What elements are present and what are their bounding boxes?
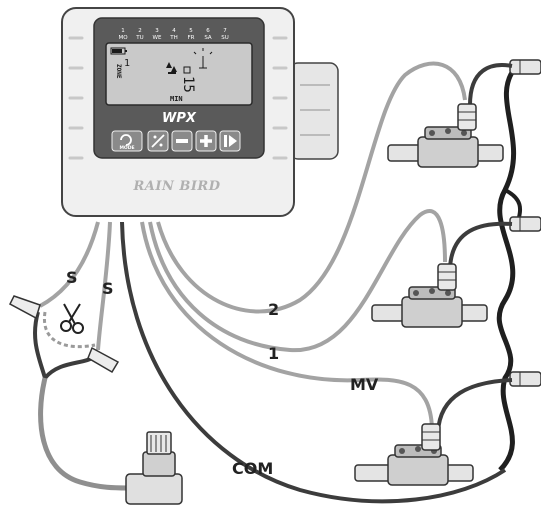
day-abbr-5: FR <box>188 35 195 41</box>
supply-pipe <box>496 66 523 472</box>
wire-sensor-right <box>96 221 112 351</box>
label-master-valve: MV <box>350 375 379 394</box>
day-labels: 1 MO 2 TU 3 WE 4 TH 5 FR 6 SA 7 SU <box>118 28 228 41</box>
next-icon <box>224 135 237 147</box>
wire-zone-2 <box>156 61 467 314</box>
pipe-end-top <box>509 59 541 75</box>
lcd-zone-label: ZONE <box>115 64 122 79</box>
mode-icon <box>120 134 132 146</box>
label-sensor-a: S <box>66 268 78 287</box>
minus-icon <box>176 139 188 143</box>
controller: 1 MO 2 TU 3 WE 4 TH 5 FR 6 SA 7 SU ZONE … <box>61 7 339 217</box>
valve-master <box>354 423 474 486</box>
mode-button[interactable]: MODE <box>111 130 143 152</box>
manual-water-icon <box>151 134 165 148</box>
day-abbr-7: SU <box>221 35 229 41</box>
label-common: COM <box>232 459 273 478</box>
day-abbr-6: SA <box>204 35 212 41</box>
valve-middle-black-wire <box>448 221 513 269</box>
pipe-end-bottom <box>509 371 541 387</box>
day-num-5: 5 <box>189 28 193 34</box>
day-abbr-1: MO <box>118 35 128 41</box>
valve-middle <box>371 263 488 328</box>
plus-button[interactable] <box>195 130 217 152</box>
wire-pump-gray <box>38 377 131 491</box>
scissors-icon <box>60 303 84 334</box>
valve-top <box>387 103 504 168</box>
valve-top-black-wire <box>468 63 513 106</box>
day-num-4: 4 <box>172 28 176 34</box>
day-num-2: 2 <box>138 28 142 34</box>
lcd-unit: MIN <box>170 95 183 103</box>
day-abbr-3: WE <box>153 35 162 41</box>
wire-zone-1 <box>148 209 447 353</box>
day-num-3: 3 <box>155 28 159 34</box>
day-num-7: 7 <box>223 28 227 34</box>
lcd-zone-number: 1 <box>124 58 130 69</box>
label-zone-1: 1 <box>268 344 279 363</box>
minus-button[interactable] <box>171 130 193 152</box>
wire-master-valve <box>140 221 434 429</box>
label-sensor-b: S <box>102 279 114 298</box>
wire-pump-black <box>33 311 97 383</box>
mode-button-label: MODE <box>119 145 134 151</box>
day-num-6: 6 <box>206 28 210 34</box>
next-button[interactable] <box>219 130 241 152</box>
lcd-digits: 15 <box>180 76 196 93</box>
valve-bottom-black-wire <box>436 378 513 433</box>
model-name: WPX <box>162 111 197 126</box>
day-abbr-4: TH <box>169 35 178 41</box>
timer-icon <box>183 66 191 74</box>
battery-icon <box>110 47 127 55</box>
housing-ridges <box>68 36 288 160</box>
sprinkler-icon <box>193 48 213 69</box>
wire-nut-right <box>87 346 120 374</box>
sensor-jumper-loop <box>43 311 96 349</box>
plus-icon <box>200 135 212 147</box>
wire-nut-left <box>9 295 41 320</box>
wire-sensor-left <box>39 221 100 308</box>
pump-relay <box>125 431 183 505</box>
day-abbr-2: TU <box>135 35 143 41</box>
rain-sensor-icon <box>166 62 177 74</box>
brand-logo: RAIN BIRD <box>132 179 220 194</box>
lcd-screen <box>105 42 253 106</box>
manual-watering-button[interactable] <box>147 130 169 152</box>
wire-common <box>120 221 507 504</box>
day-num-1: 1 <box>121 28 125 34</box>
pipe-end-middle <box>509 216 541 232</box>
label-zone-2: 2 <box>268 300 279 319</box>
